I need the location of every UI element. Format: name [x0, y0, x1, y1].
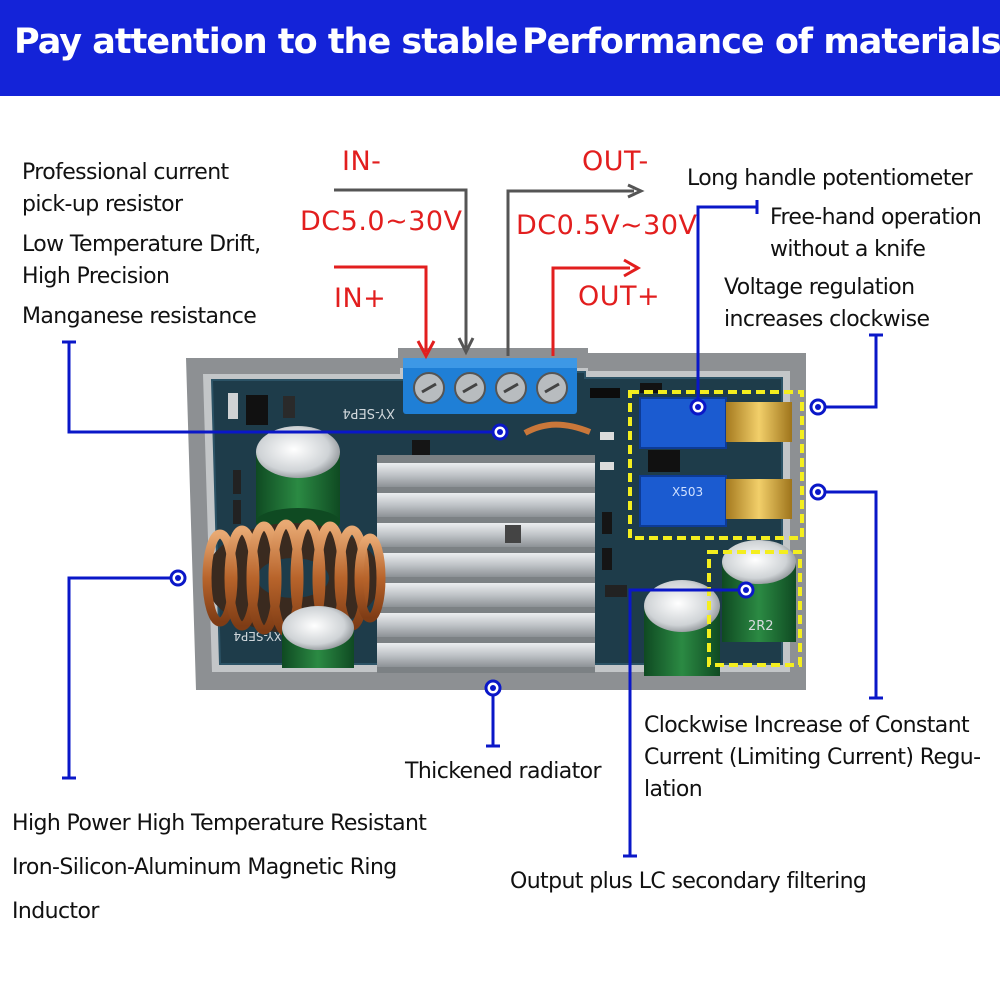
- sense-resistor: [523, 421, 592, 436]
- banner-title-left: Pay attention to the stable: [14, 22, 518, 62]
- heatsink: [377, 455, 595, 673]
- current-line-2: Current (Limiting Current) Regu-: [644, 745, 981, 770]
- label-in-plus: IN+: [334, 283, 387, 314]
- potentiometer-label: Long handle potentiometer: [687, 166, 973, 191]
- label-in-minus: IN-: [342, 146, 382, 177]
- resistor-line-4: High Precision: [22, 264, 170, 289]
- inductor-line-2: Iron-Silicon-Aluminum Magnetic Ring: [12, 855, 397, 880]
- coil-code-label: 2R2: [748, 619, 774, 634]
- label-in-range: DC5.0~30V: [300, 206, 463, 237]
- terminal-block: [403, 358, 577, 414]
- board-model-label-lower: XY-SEP4: [233, 629, 282, 643]
- terminal-arrows: [334, 183, 645, 360]
- voltage-potentiometer: [639, 397, 792, 449]
- inductor-line-1: High Power High Temperature Resistant: [12, 811, 427, 836]
- inductor-line-3: Inductor: [12, 899, 99, 924]
- free-hand-line-2: without a knife: [770, 237, 926, 262]
- label-out-plus: OUT+: [578, 281, 661, 312]
- resistor-line-1: Professional current: [22, 160, 229, 185]
- resistor-line-3: Low Temperature Drift,: [22, 232, 261, 257]
- current-line-3: lation: [644, 777, 703, 802]
- output-capacitor-2: [644, 580, 720, 676]
- header-banner: Pay attention to the stable Performance …: [0, 0, 1000, 96]
- label-out-minus: OUT-: [582, 146, 649, 177]
- current-line-1: Clockwise Increase of Constant: [644, 713, 970, 738]
- resistor-line-5: Manganese resistance: [22, 304, 257, 329]
- label-out-range: DC0.5V~30V: [516, 210, 698, 241]
- input-capacitor: [256, 426, 340, 536]
- banner-title-right: Performance of materials: [522, 22, 1000, 62]
- bottom-capacitor: [282, 606, 354, 668]
- free-hand-line-1: Free-hand operation: [770, 205, 982, 230]
- callout-dots: [169, 398, 827, 697]
- voltage-line-2: increases clockwise: [724, 307, 930, 332]
- filter-label: Output plus LC secondary filtering: [510, 869, 867, 894]
- potentiometer-highlight: [628, 390, 804, 540]
- callout-leaders: [62, 200, 883, 858]
- current-potentiometer: X503: [639, 475, 792, 527]
- resistor-line-2: pick-up resistor: [22, 192, 183, 217]
- board-model-label: XY-SEP4: [342, 405, 395, 420]
- voltage-line-1: Voltage regulation: [724, 275, 915, 300]
- filter-highlight: [707, 550, 802, 667]
- pot-code-label: X503: [672, 485, 703, 499]
- radiator-label: Thickened radiator: [405, 759, 602, 784]
